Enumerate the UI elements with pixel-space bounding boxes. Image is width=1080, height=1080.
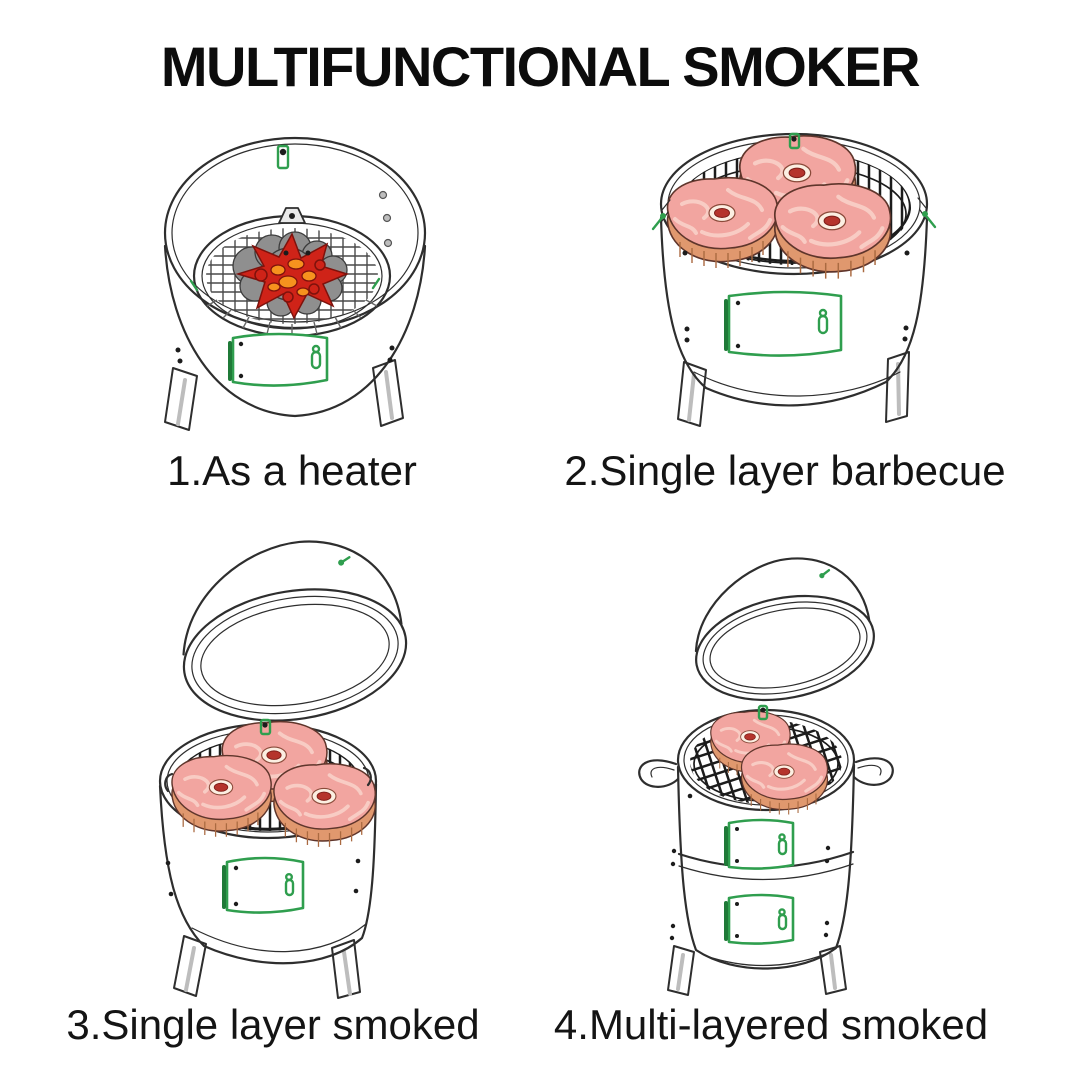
smoker-multi-smoked-illustration <box>638 557 894 996</box>
smoker-body <box>676 763 856 970</box>
page-title: MULTIFUNCTIONAL SMOKER <box>160 35 921 98</box>
caption-single-layer-barbecue: 2.Single layer barbecue <box>564 447 1006 494</box>
caption-multi-layered-smoked: 4.Multi-layered smoked <box>553 1001 989 1048</box>
bowl-clips <box>189 277 381 292</box>
smoker-legs <box>677 351 910 427</box>
rim-screws <box>378 190 393 248</box>
ham-steaks <box>665 136 891 279</box>
fuel-door <box>228 332 329 387</box>
air-vent <box>259 718 272 736</box>
air-vent <box>788 132 801 150</box>
ham-steaks <box>709 710 830 817</box>
smoker-body <box>659 216 929 407</box>
air-vent <box>276 144 290 170</box>
lower-fuel-door <box>724 893 795 945</box>
fuel-door <box>222 856 305 914</box>
handle-bracket <box>278 207 306 224</box>
side-handle-right <box>852 757 894 786</box>
rim-hooks <box>164 766 372 793</box>
smoker-single-smoked-illustration <box>158 540 408 999</box>
smoker-legs <box>667 945 847 996</box>
upper-fuel-door <box>724 818 795 870</box>
smoker-heater-illustration <box>163 136 427 431</box>
fuel-door <box>724 290 843 357</box>
air-vent <box>757 704 769 721</box>
caption-single-layer-smoked: 3.Single layer smoked <box>66 1001 480 1048</box>
charcoal-fire <box>232 231 350 320</box>
dome-lid <box>694 557 875 702</box>
lid-latch-left <box>651 199 671 231</box>
smoker-legs <box>173 935 361 999</box>
smoker-body <box>158 782 378 965</box>
dome-lid <box>182 540 408 722</box>
lid-latch-right <box>917 197 937 229</box>
side-handle-left <box>638 759 680 788</box>
smoker-legs <box>164 359 404 431</box>
caption-heater: 1.As a heater <box>167 447 417 494</box>
smoker-barbecue-illustration <box>651 132 937 427</box>
smoker-body <box>163 244 427 418</box>
